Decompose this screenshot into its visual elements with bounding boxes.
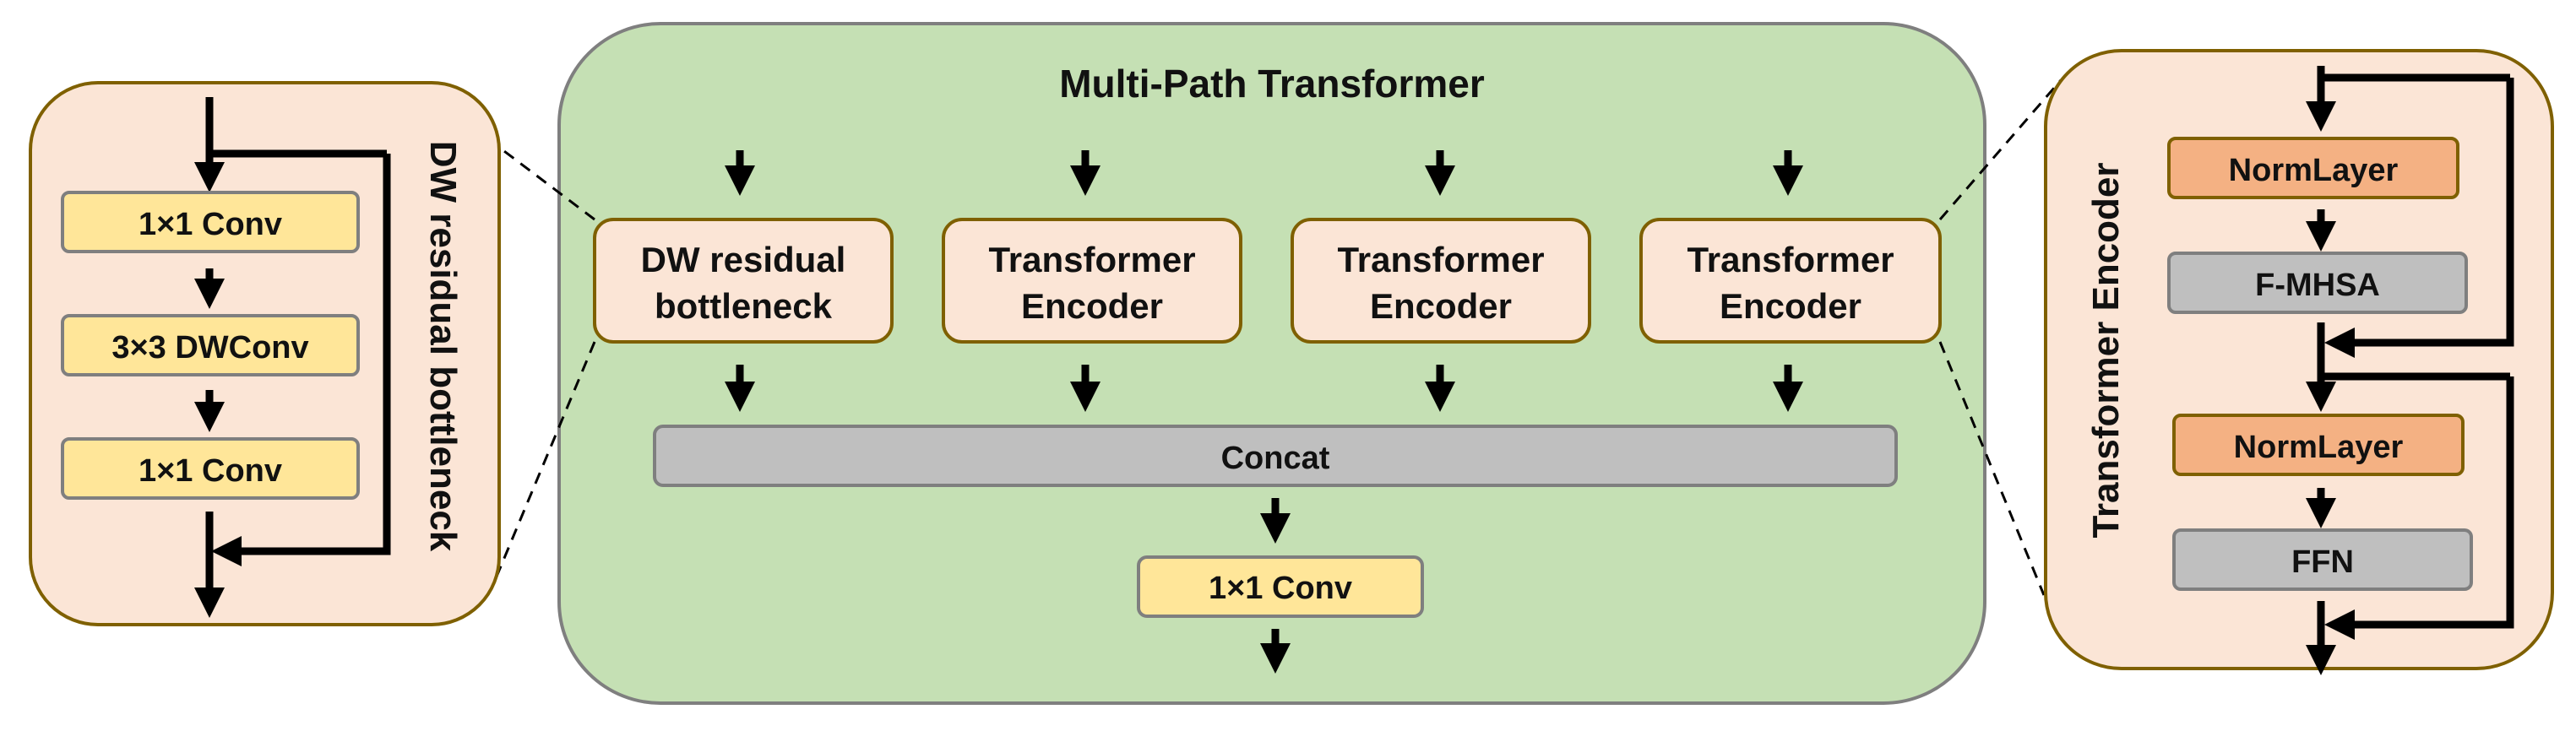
multi-path-transformer-container: [557, 22, 1986, 705]
right-layer-4-label: FFN: [2291, 544, 2354, 580]
input-arrows: [725, 150, 1803, 196]
right-layer-2-label: F-MHSA: [2255, 268, 2380, 303]
path-dw-residual-bottleneck: DW residual bottleneck: [593, 218, 894, 344]
right-panel-title: Transformer Encoder: [2085, 162, 2127, 538]
main-conv-label: 1×1 Conv: [1209, 571, 1352, 606]
path-3-line-2: Encoder: [1370, 286, 1512, 326]
left-layer-2-label: 3×3 DWConv: [111, 330, 308, 366]
path-1-line-2: bottleneck: [655, 286, 833, 326]
main-conv-block: 1×1 Conv: [1137, 555, 1424, 618]
left-layer-1-label: 1×1 Conv: [139, 207, 282, 242]
path-2-line-2: Encoder: [1021, 286, 1163, 326]
transformer-encoder-panel: [2044, 49, 2554, 670]
path-3-line-1: Transformer: [1337, 240, 1544, 279]
path-4-line-1: Transformer: [1687, 240, 1894, 279]
left-layer-1: 1×1 Conv: [61, 191, 360, 253]
path-4-line-2: Encoder: [1720, 286, 1861, 326]
zoom-lines: [492, 79, 2062, 596]
right-layer-1-label: NormLayer: [2229, 153, 2399, 188]
right-layer-3-label: NormLayer: [2234, 430, 2404, 465]
right-layer-norm-1: NormLayer: [2167, 137, 2459, 199]
right-residual-paths: [2306, 66, 2514, 675]
path-to-concat-arrows: [725, 365, 1803, 412]
left-layer-3: 1×1 Conv: [61, 437, 360, 500]
left-panel-title: DW residual bottleneck: [422, 141, 464, 552]
main-title: Multi-Path Transformer: [1059, 62, 1485, 106]
left-layer-3-label: 1×1 Conv: [139, 453, 282, 489]
right-layer-norm-2: NormLayer: [2172, 414, 2465, 476]
path-transformer-encoder-2: Transformer Encoder: [1291, 218, 1591, 344]
path-transformer-encoder-1: Transformer Encoder: [942, 218, 1242, 344]
path-2-line-1: Transformer: [988, 240, 1195, 279]
right-layer-ffn: FFN: [2172, 528, 2473, 591]
right-layer-fmhsa: F-MHSA: [2167, 252, 2468, 314]
concat-label: Concat: [1221, 441, 1330, 476]
left-layer-2: 3×3 DWConv: [61, 314, 360, 376]
concat-block: Concat: [653, 425, 1898, 487]
path-transformer-encoder-3: Transformer Encoder: [1639, 218, 1942, 344]
path-1-line-1: DW residual: [641, 240, 846, 279]
left-residual-path: [194, 97, 391, 618]
